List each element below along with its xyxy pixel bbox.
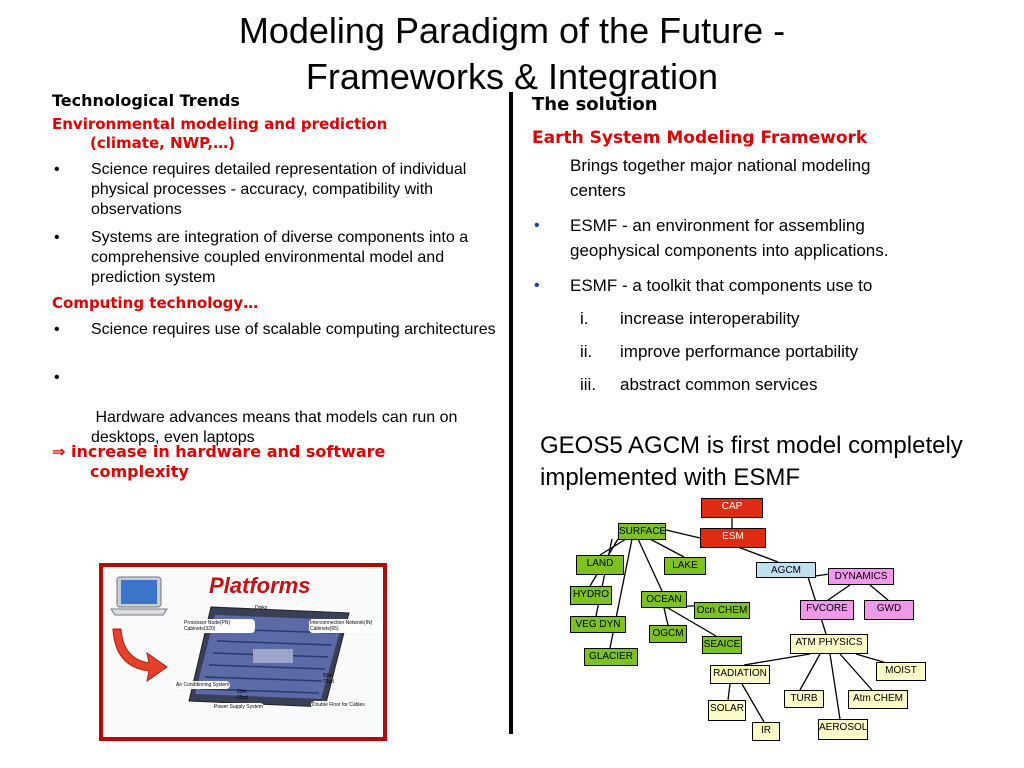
- bullet-marker: •: [534, 217, 540, 234]
- subitem-3: iii. abstract common services: [580, 372, 817, 397]
- label-floor: Double Floor for Cables: [311, 701, 366, 709]
- node-solar: SOLAR: [708, 700, 746, 721]
- right-heading: The solution: [532, 94, 658, 115]
- label-processor: Processor Node(PN) Cabinets(320): [183, 619, 255, 633]
- node-seaice: SEAICE: [702, 636, 742, 654]
- bullet-marker: •: [534, 277, 540, 294]
- framework-heading: Earth System Modeling Framework: [532, 128, 868, 148]
- subitem-1: i. increase interoperability: [580, 306, 800, 331]
- slide-title-line2: Frameworks & Integration: [305, 56, 719, 97]
- subitem-1-text: increase interoperability: [620, 309, 800, 328]
- platforms-image: Platforms Disks Processor Node(PN) Cabin…: [99, 563, 387, 741]
- esmf-bullet-2: • ESMF - a toolkit that components use t…: [534, 273, 872, 298]
- conclusion: ⇒ increase in hardware and software comp…: [52, 442, 385, 482]
- computing-bullet-2: • Hardware advances means that models ca…: [52, 368, 502, 446]
- esmf-bullet-1: • ESMF - an environment for assembling g…: [534, 213, 888, 263]
- label-aircon: Air Conditioning System: [175, 681, 231, 689]
- bullet-marker: •: [54, 161, 60, 178]
- curved-arrow-icon: [112, 628, 168, 683]
- conclusion-line2: complexity: [90, 462, 189, 481]
- node-ocn-chem: Ocn CHEM: [694, 602, 750, 619]
- node-glacier: GLACIER: [584, 648, 638, 666]
- left-heading: Technological Trends: [52, 91, 240, 110]
- computing-bullet-1-text: Science requires use of scalable computi…: [91, 321, 496, 338]
- node-land: LAND: [576, 555, 624, 575]
- node-esm: ESM: [700, 528, 766, 548]
- node-ocean: OCEAN: [641, 591, 687, 608]
- trend-bullet-2: • Systems are integration of diverse com…: [52, 228, 502, 290]
- computing-bullet-1: • Science requires use of scalable compu…: [52, 320, 502, 362]
- esmf-intro: Brings together major national modeling …: [570, 153, 871, 203]
- trend-bullet-2-text: Systems are integration of diverse compo…: [91, 229, 469, 286]
- esmf-bullet-1-line2: geophysical components into applications…: [570, 241, 889, 260]
- bullet-marker: •: [54, 321, 60, 338]
- implies-symbol: ⇒: [52, 442, 66, 461]
- label-disks: Disks: [255, 605, 268, 611]
- computing-heading: Computing technology…: [52, 294, 259, 312]
- node-fvcore: FVCORE: [800, 600, 854, 620]
- trend-bullet-1: • Science requires detailed representati…: [52, 160, 502, 222]
- env-modeling-line1: Environmental modeling and prediction: [52, 115, 388, 133]
- laptop-icon: [110, 576, 168, 616]
- esmf-bullet-2-text: ESMF - a toolkit that components use to: [570, 276, 873, 295]
- env-modeling-line2: (climate, NWP,…): [90, 134, 235, 152]
- env-modeling-heading: Environmental modeling and prediction (c…: [52, 115, 387, 153]
- node-veg-dyn: VEG DYN: [570, 616, 626, 633]
- node-radiation: RADIATION: [710, 665, 770, 684]
- node-surface: SURFACE: [618, 523, 666, 540]
- subitem-3-num: iii.: [580, 375, 597, 394]
- node-dynamics: DYNAMICS: [828, 568, 894, 585]
- esmf-intro-line2: centers: [570, 181, 626, 200]
- geos-statement: GEOS5 AGCM is first model completely imp…: [540, 432, 963, 491]
- node-hydro: HYDRO: [570, 586, 612, 605]
- subitem-3-text: abstract common services: [620, 375, 818, 394]
- esmf-intro-line1: Brings together major national modeling: [570, 156, 871, 175]
- trend-bullet-1-text: Science requires detailed representation…: [91, 161, 467, 218]
- node-gwd: GWD: [864, 600, 914, 620]
- subitem-2-num: ii.: [580, 342, 593, 361]
- node-cap: CAP: [701, 498, 763, 518]
- label-dim1: 50m 65yd: [237, 689, 248, 701]
- node-ir: IR: [752, 722, 780, 741]
- esmf-bullet-1-line1: ESMF - an environment for assembling: [570, 216, 865, 235]
- label-interconnect: Interconnection Network(IN) Cabinets(65): [309, 619, 381, 633]
- computing-bullet-2-text: Hardware advances means that models can …: [91, 409, 462, 446]
- node-atm-physics: ATM PHYSICS: [790, 634, 868, 654]
- column-divider: [509, 92, 513, 734]
- slide-title-line1: Modeling Paradigm of the Future -: [238, 10, 786, 51]
- node-lake: LAKE: [664, 557, 706, 575]
- platforms-title: Platforms: [209, 573, 311, 598]
- node-moist: MOIST: [876, 662, 926, 681]
- node-atm-chem: Atm CHEM: [848, 690, 908, 709]
- label-power: Power Supply System: [213, 703, 264, 711]
- bullet-marker: •: [54, 229, 60, 246]
- bullet-marker: •: [54, 369, 60, 386]
- node-ogcm: OGCM: [649, 625, 687, 643]
- conclusion-line1: increase in hardware and software: [70, 442, 386, 461]
- subitem-1-num: i.: [580, 309, 589, 328]
- subitem-2: ii. improve performance portability: [580, 339, 858, 364]
- node-aerosol: AEROSOL: [818, 719, 868, 740]
- subitem-2-text: improve performance portability: [620, 342, 859, 361]
- slide-title: Modeling Paradigm of the Future - Framew…: [0, 8, 1024, 100]
- label-dim2: 65m 71yd: [323, 673, 334, 685]
- node-agcm: AGCM: [756, 562, 816, 578]
- node-turb: TURB: [784, 690, 824, 708]
